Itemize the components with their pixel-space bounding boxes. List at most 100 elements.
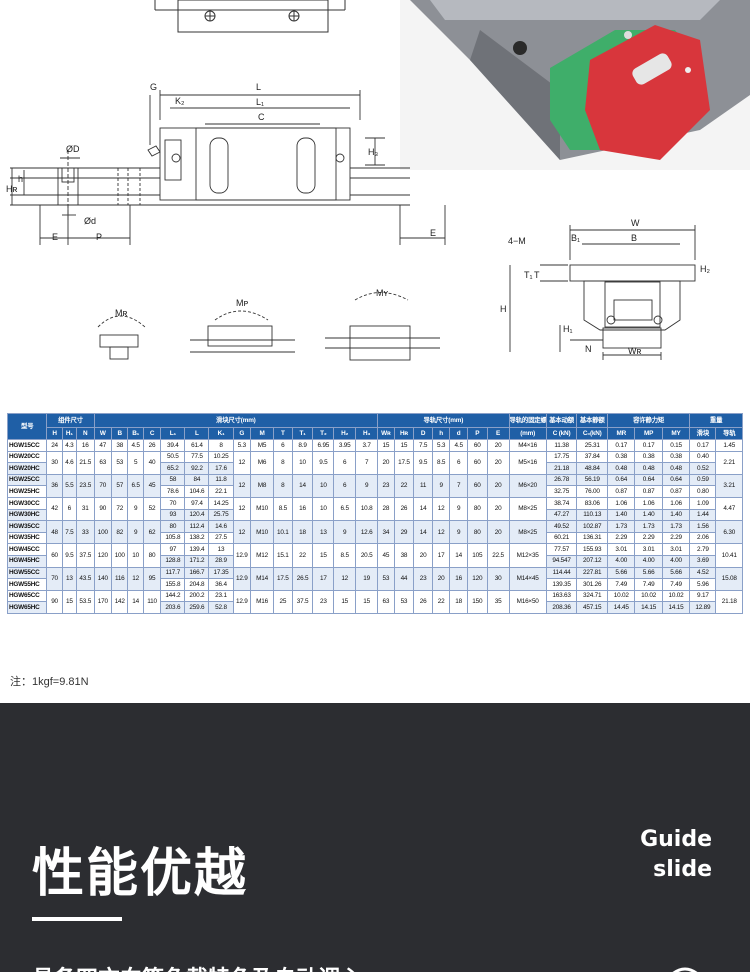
subheader-cell: W [93, 427, 113, 440]
table-cell: 120 [466, 566, 488, 591]
table-cell: 3.01 [661, 543, 691, 556]
table-cell: 139.35 [545, 578, 578, 591]
table-cell: 83.06 [576, 496, 609, 510]
table-cell: 3.69 [689, 554, 717, 568]
dim-L: L [256, 82, 261, 92]
label-MP: Mᴘ [236, 298, 248, 308]
table-cell: 22 [291, 543, 314, 568]
table-cell: 40 [142, 450, 162, 475]
table-cell: 26.78 [545, 473, 578, 487]
subheader-cell: H₃ [355, 427, 379, 440]
table-cell: 0.38 [634, 450, 663, 464]
dim-N: N [585, 344, 592, 354]
table-cell: 6.95 [312, 439, 335, 452]
table-cell: 28 [377, 496, 395, 522]
table-cell: 25.31 [576, 439, 609, 452]
table-cell: 14.45 [607, 601, 636, 614]
table-cell: 3.7 [355, 439, 379, 452]
table-cell: HGW35HC [6, 531, 48, 545]
dim-H2: H₂ [700, 264, 710, 274]
table-cell: 77.57 [545, 543, 578, 556]
table-cell: 16 [75, 439, 95, 452]
table-cell: 10.41 [715, 543, 743, 568]
table-cell: 12 [431, 496, 451, 522]
table-cell: HGW45HC [6, 554, 48, 568]
table-cell: 5.96 [689, 578, 717, 591]
subheader-cell: d [449, 427, 468, 440]
table-cell: HGW25CC [6, 473, 48, 487]
table-cell: 12 [232, 496, 252, 522]
table-cell: 37.84 [576, 450, 609, 464]
subheader-cell: Wʀ [377, 427, 395, 440]
table-cell: M4×16 [508, 439, 547, 452]
table-cell: 16 [291, 496, 314, 522]
table-cell: 15 [377, 439, 395, 452]
table-cell: 138.2 [184, 531, 210, 545]
table-cell: 77.5 [184, 450, 210, 464]
product-photo [400, 0, 750, 170]
table-cell: 15 [355, 589, 379, 614]
dim-Od: Ød [84, 216, 96, 226]
table-cell: 25 [273, 589, 293, 614]
dim-WR: Wʀ [628, 346, 641, 356]
header-model: 型号 [6, 413, 48, 440]
table-cell: 20 [486, 473, 510, 498]
table-cell: 142 [111, 589, 129, 614]
promo-english-line-2: slide [653, 857, 712, 882]
table-cell: 3.21 [715, 473, 743, 498]
table-cell: 14.6 [208, 520, 234, 533]
table-cell: HGW35CC [6, 520, 48, 533]
subheader-cell: B₁ [127, 427, 144, 440]
table-cell: 0.87 [661, 485, 691, 498]
table-cell: 1.45 [715, 439, 743, 452]
table-cell: 15 [393, 439, 415, 452]
subheader-cell: L [184, 427, 210, 440]
table-cell: 4.00 [661, 554, 691, 568]
dim-B1: B₁ [571, 233, 580, 243]
table-cell: 50.5 [160, 450, 186, 464]
table-cell: 34 [377, 520, 395, 545]
dim-T: T [534, 270, 540, 280]
subheader-cell: H₁ [61, 427, 77, 440]
dim-H1: H₁ [563, 324, 573, 334]
table-cell: 4.5 [449, 439, 468, 452]
table-cell: 52 [142, 496, 162, 522]
table-cell: 4.00 [634, 554, 663, 568]
table-cell: 20 [486, 439, 510, 452]
table-cell: M10 [250, 520, 275, 545]
table-cell: 12 [333, 566, 357, 591]
table-cell: 30 [46, 450, 63, 475]
subheader-cell: 导轨 [715, 427, 743, 440]
table-cell: 110.13 [576, 508, 609, 522]
table-cell: 12.9 [232, 589, 252, 614]
table-cell: 63 [377, 589, 395, 614]
table-cell: 17.75 [545, 450, 578, 464]
table-cell: 9 [127, 520, 144, 545]
table-cell: 20 [413, 543, 433, 568]
table-cell: 38.74 [545, 496, 578, 510]
promo-title: 性能优越 [32, 844, 249, 904]
table-cell: 227.81 [576, 566, 609, 580]
end-view-labels: W B B₁ 4−M T₁ T H H₁ N Wʀ H₂ [500, 218, 710, 356]
table-cell: 26 [142, 439, 162, 452]
header-bolt: 导轨的固定螺栓尺寸 [508, 413, 547, 428]
promo-divider [32, 917, 122, 921]
table-cell: 10.1 [273, 520, 293, 545]
subheader-cell: T [273, 427, 293, 440]
table-cell: 22 [431, 589, 451, 614]
table-cell: 1.44 [689, 508, 717, 522]
subheader-cell: MP [634, 427, 663, 440]
subheader-cell: Hʀ [393, 427, 415, 440]
subheader-cell: P [466, 427, 488, 440]
table-cell: 4.3 [61, 439, 77, 452]
table-cell: 1.40 [661, 508, 691, 522]
table-cell: 8.5 [431, 450, 451, 475]
table-cell: 166.7 [184, 566, 210, 580]
table-cell: 47 [93, 439, 113, 452]
table-cell: 139.4 [184, 543, 210, 556]
table-cell: HGW55HC [6, 578, 48, 591]
table-cell: 1.40 [634, 508, 663, 522]
